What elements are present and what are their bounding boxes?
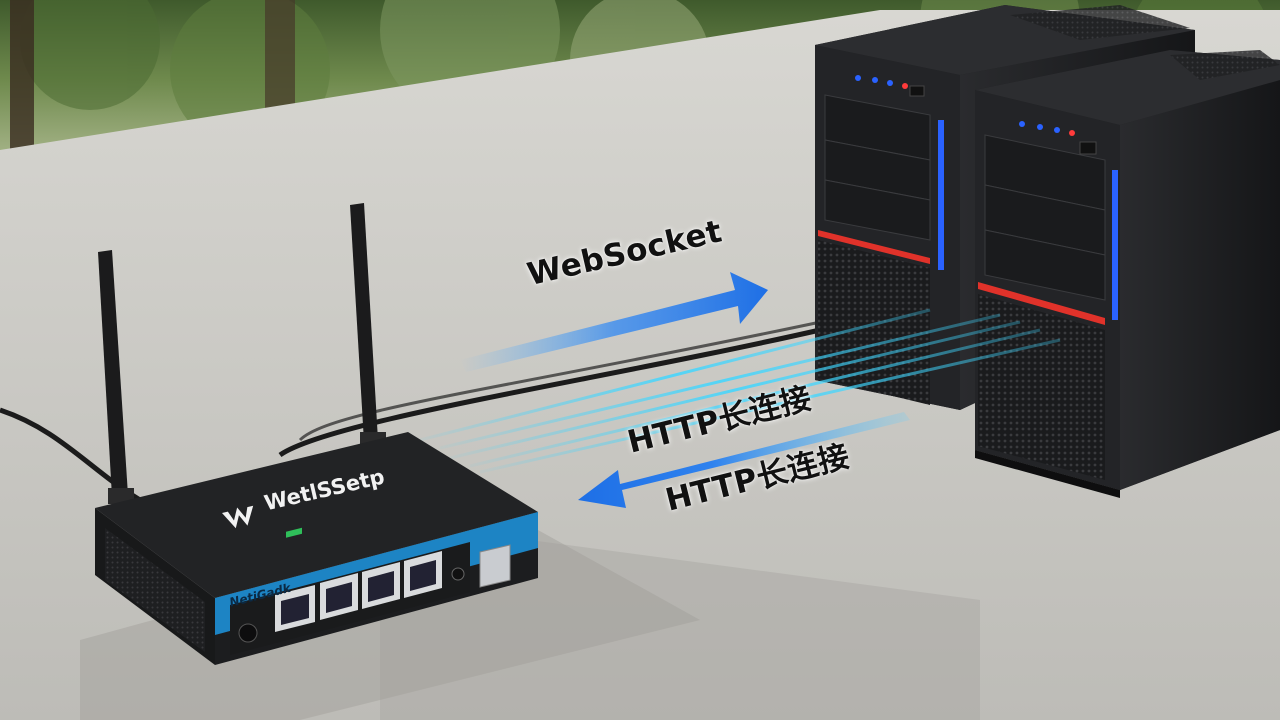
ethernet-ports <box>275 527 442 632</box>
data-beams <box>419 308 1061 474</box>
cable <box>278 327 821 458</box>
reset-button <box>451 567 465 581</box>
websocket-arrow <box>460 272 768 372</box>
router <box>95 203 538 665</box>
sfp-port <box>479 544 511 588</box>
server-tower-front <box>975 50 1280 498</box>
http-arrow <box>578 412 910 508</box>
power-port <box>238 623 258 643</box>
brand-logo-icon <box>222 505 254 529</box>
antenna <box>98 250 128 497</box>
antenna <box>350 203 378 442</box>
